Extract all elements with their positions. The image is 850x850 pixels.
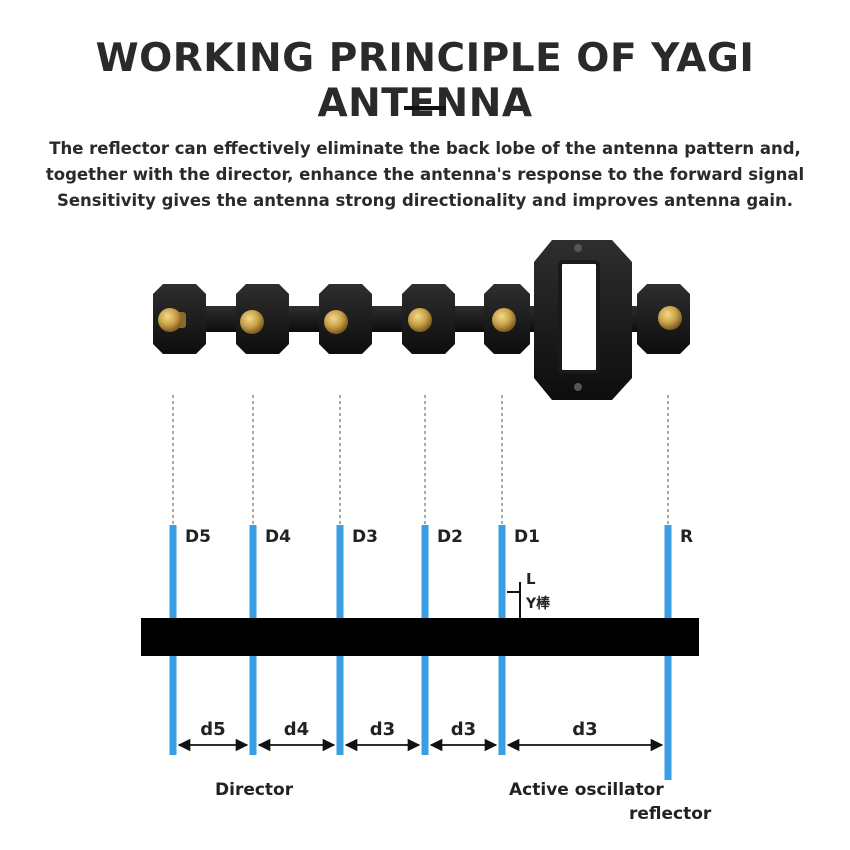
page-title: WORKING PRINCIPLE OF YAGI ANTENNA — [95, 36, 755, 126]
caption-reflector: reflector — [629, 804, 712, 824]
antenna-block-d2 — [402, 284, 455, 354]
feed-y-rod-label: Y棒 — [525, 595, 551, 612]
antenna-block-d3 — [319, 284, 372, 354]
description-line-3: Sensitivity gives the antenna strong dir… — [56, 191, 794, 210]
feed-length-label: L — [526, 570, 536, 588]
description-line-1: The reflector can effectively eliminate … — [49, 139, 801, 158]
connector-icon — [492, 308, 516, 332]
title-underline — [404, 106, 446, 110]
description: The reflector can effectively eliminate … — [30, 136, 820, 214]
connector-icon — [658, 306, 682, 330]
element-label-d4: D4 — [265, 527, 291, 547]
antenna-block-d5 — [153, 284, 206, 354]
element-label-r: R — [680, 527, 693, 547]
antenna-block-d4 — [236, 284, 289, 354]
element-label-d5: D5 — [185, 527, 211, 547]
connector-icon — [158, 308, 182, 332]
spacing-label-d4: d4 — [284, 719, 309, 740]
antenna-block-r — [637, 284, 690, 354]
connector-icon — [240, 310, 264, 334]
element-label-d2: D2 — [437, 527, 463, 547]
description-line-2: together with the director, enhance the … — [45, 165, 805, 184]
boom — [141, 618, 699, 656]
antenna-block-d1 — [484, 284, 530, 354]
element-label-d3: D3 — [352, 527, 378, 547]
element-label-d1: D1 — [514, 527, 540, 547]
caption-active-oscillator: Active oscillator — [509, 780, 664, 800]
antenna-dipole-frame — [534, 240, 632, 400]
caption-director: Director — [215, 780, 294, 800]
connector-icon — [408, 308, 432, 332]
spacing-label-d3: d3 — [572, 719, 597, 740]
spacing-label-d5: d5 — [200, 719, 225, 740]
spacing-label-d3: d3 — [451, 719, 476, 740]
connector-icon — [324, 310, 348, 334]
spacing-label-d3: d3 — [370, 719, 395, 740]
